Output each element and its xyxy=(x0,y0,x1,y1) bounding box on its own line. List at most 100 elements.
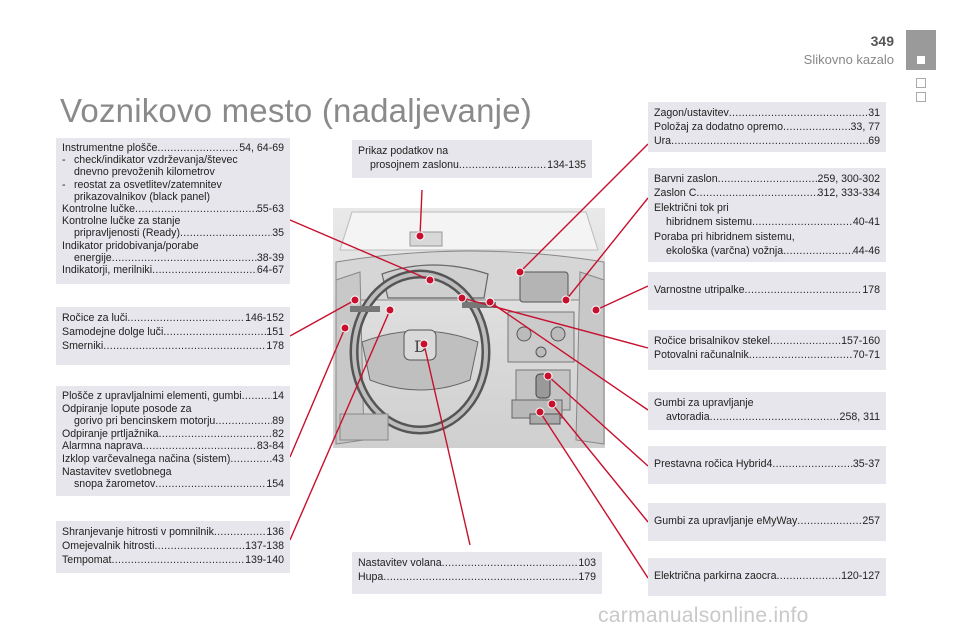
entry-pages[interactable]: 146-152 xyxy=(245,312,284,324)
entry-text: prikazovalnikov (black panel) xyxy=(74,190,211,203)
page-corner-tab xyxy=(906,30,936,70)
entry-pages[interactable]: 259, 300-302 xyxy=(817,173,880,185)
dash-bullet: - xyxy=(62,178,66,191)
entry-pages[interactable]: 35-37 xyxy=(852,458,880,470)
entry-text: Električni tok pri xyxy=(654,201,729,214)
index-entry: ekološka (varčna) vožnja44-46 xyxy=(654,244,880,258)
leader-dots xyxy=(143,440,257,453)
entry-pages[interactable]: 134-135 xyxy=(547,159,586,171)
entry-text: Zagon/ustavitev xyxy=(654,107,729,119)
entry-pages[interactable]: 312, 333-334 xyxy=(817,187,880,200)
entry-pages[interactable]: 35 xyxy=(272,227,284,240)
index-entry: Zaslon C 312, 333-334 xyxy=(654,186,880,200)
index-entry: dnevno prevoženih kilometrov xyxy=(62,166,284,178)
page-title: Voznikovo mesto (nadaljevanje) xyxy=(60,92,532,129)
entry-pages[interactable]: 33, 77 xyxy=(850,121,880,133)
leader-dots xyxy=(112,252,257,264)
entry-pages[interactable]: 151 xyxy=(266,326,284,338)
entry-pages[interactable]: 64-67 xyxy=(256,263,284,276)
entry-pages[interactable]: 55-63 xyxy=(256,202,284,215)
entry-text: reostat za osvetlitev/zatemnitev xyxy=(74,178,222,191)
entry-pages[interactable]: 137-138 xyxy=(245,540,284,552)
entry-pages[interactable]: 258, 311 xyxy=(839,411,880,423)
entry-text: Ura xyxy=(654,135,672,147)
index-entry: Gumbi za upravljanje xyxy=(654,396,880,410)
leader-dots xyxy=(214,525,266,539)
leader-dots xyxy=(783,120,851,134)
index-entry: Indikator pridobivanja/porabe xyxy=(62,240,284,252)
entry-text: Nastavitev volana xyxy=(358,557,442,569)
entry-pages[interactable]: 38-39 xyxy=(256,251,284,264)
dashboard-drawing: D xyxy=(333,208,605,448)
entry-text: Alarmna naprava xyxy=(62,440,143,453)
index-entry: Nastavitev volana 103 xyxy=(358,556,596,570)
entry-pages[interactable]: 31 xyxy=(868,107,880,119)
entry-pages[interactable]: 43 xyxy=(272,452,284,465)
leader-dots xyxy=(710,410,840,424)
leader-dots xyxy=(797,515,862,527)
entry-text: Shranjevanje hitrosti v pomnilnik xyxy=(62,526,214,538)
index-entry: Hupa179 xyxy=(358,570,596,584)
index-entry: Barvni zaslon259, 300-302 xyxy=(654,172,880,186)
index-entry: Odpiranje prtljažnika 82 xyxy=(62,428,284,441)
entry-text: Električna parkirna zaocra xyxy=(654,570,777,582)
entry-pages[interactable]: 40-41 xyxy=(852,216,880,229)
index-entry: Instrumentne plošče54, 64-69 xyxy=(62,142,284,154)
index-entry: Prikaz podatkov na xyxy=(358,144,586,158)
leader-dots xyxy=(749,348,853,362)
leader-dots xyxy=(696,186,817,200)
callout-lines xyxy=(289,143,649,579)
entry-pages[interactable]: 257 xyxy=(862,515,880,527)
entry-text: gorivo pri bencinskem motorju xyxy=(74,415,216,428)
entry-pages[interactable]: 44-46 xyxy=(852,244,880,257)
leader-dots xyxy=(745,284,863,296)
entry-text: Nastavitev svetlobnega xyxy=(62,465,172,478)
index-entry: Indikatorji, merilniki64-67 xyxy=(62,264,284,276)
index-entry: Prestavna ročica Hybrid4 35-37 xyxy=(654,458,880,470)
entry-pages[interactable]: 82 xyxy=(272,427,284,440)
entry-text: Gumbi za upravljanje xyxy=(654,397,754,409)
leader-dots xyxy=(180,227,272,239)
index-entry: Plošče z upravljalnimi elementi, gumbi 14 xyxy=(62,390,284,403)
leader-dots xyxy=(671,134,868,148)
index-entry: Nastavitev svetlobnega xyxy=(62,466,284,479)
index-entry: prosojnem zaslonu134-135 xyxy=(358,158,586,172)
entry-pages[interactable]: 89 xyxy=(272,415,284,428)
entry-text: Plošče z upravljalnimi elementi, gumbi xyxy=(62,390,242,402)
entry-text: Tempomat xyxy=(62,554,112,566)
index-entry: Električni tok pri xyxy=(654,201,880,215)
entry-pages[interactable]: 120-127 xyxy=(841,570,880,582)
entry-text: Odpiranje lopute posode za xyxy=(62,402,192,415)
entry-text: Zaslon C xyxy=(654,187,697,200)
entry-pages[interactable]: 54, 64-69 xyxy=(239,142,284,154)
entry-pages[interactable]: 139-140 xyxy=(245,554,284,566)
speed-box: Shranjevanje hitrosti v pomnilnik136Omej… xyxy=(56,521,290,573)
entry-text: Gumbi za upravljanje eMyWay xyxy=(654,515,798,527)
entry-pages[interactable]: 14 xyxy=(272,390,284,402)
entry-pages[interactable]: 83-84 xyxy=(256,440,284,453)
entry-pages[interactable]: 154 xyxy=(266,478,284,491)
leader-dots xyxy=(163,325,266,339)
entry-pages[interactable]: 70-71 xyxy=(852,349,880,361)
entry-pages[interactable]: 178 xyxy=(862,284,880,296)
index-entry: pripravljenosti (Ready)35 xyxy=(62,227,284,239)
index-entry: Kontrolne lučke55-63 xyxy=(62,203,284,215)
leader-dots xyxy=(215,415,272,428)
entry-pages[interactable]: 157-160 xyxy=(841,335,880,347)
wipers-box: Ročice brisalnikov stekel157-160Potovaln… xyxy=(648,330,886,370)
leader-dots xyxy=(230,453,272,466)
leader-dots xyxy=(155,478,266,491)
entry-text: energije xyxy=(74,251,112,264)
entry-text: Odpiranje prtljažnika xyxy=(62,427,159,440)
entry-pages[interactable]: 179 xyxy=(578,571,596,583)
entry-pages[interactable]: 178 xyxy=(266,340,284,352)
index-entry: snopa žarometov154 xyxy=(62,478,284,491)
entry-pages[interactable]: 103 xyxy=(578,557,596,569)
entry-pages[interactable]: 136 xyxy=(266,526,284,538)
entry-pages[interactable]: 69 xyxy=(868,135,880,147)
entry-text: Prestavna ročica Hybrid4 xyxy=(654,458,773,470)
index-entry: -reostat za osvetlitev/zatemnitev xyxy=(62,179,284,191)
index-entry: -check/indikator vzdrževanja/števec xyxy=(62,154,284,166)
index-entry: Shranjevanje hitrosti v pomnilnik 136 xyxy=(62,525,284,539)
gear-box: Prestavna ročica Hybrid4 35-37 xyxy=(648,446,886,484)
